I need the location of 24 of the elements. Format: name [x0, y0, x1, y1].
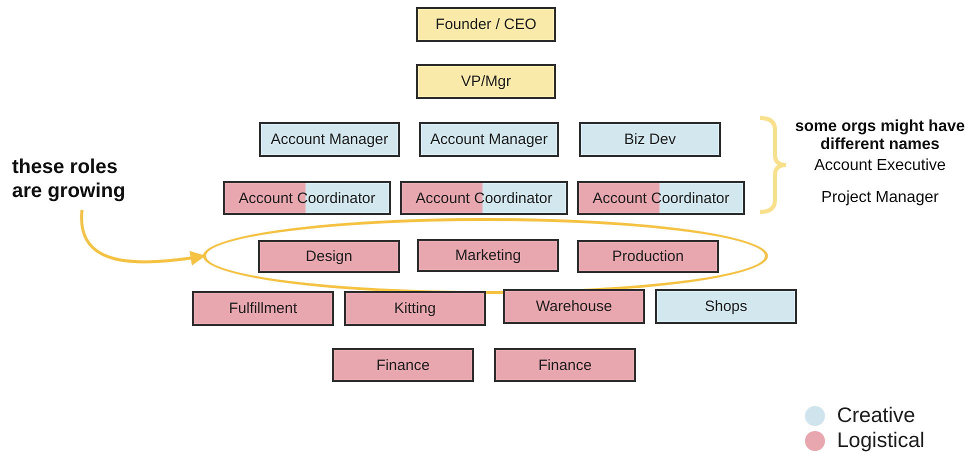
- role-box: Production: [577, 240, 719, 273]
- role-box: Design: [258, 240, 400, 273]
- role-box: Account Manager: [419, 122, 559, 157]
- role-box: Account Manager: [259, 122, 400, 157]
- role-box: Account Coordinator: [223, 181, 391, 215]
- role-box: Warehouse: [503, 289, 645, 324]
- note-text: some orgs might have different names: [795, 118, 965, 154]
- role-box: Finance: [332, 348, 474, 382]
- legend-label: Logistical: [837, 429, 925, 453]
- role-box: Finance: [494, 348, 636, 382]
- role-box: Account Coordinator: [577, 181, 745, 215]
- role-box: Founder / CEO: [416, 7, 556, 42]
- role-box: Marketing: [417, 239, 559, 272]
- note-text: Project Manager: [820, 189, 940, 207]
- role-box: Shops: [655, 289, 797, 324]
- note-text: Account Executive: [813, 157, 947, 175]
- note-text: these roles are growing: [12, 155, 152, 207]
- role-box: Fulfillment: [192, 291, 334, 326]
- role-box: Account Coordinator: [400, 181, 568, 215]
- role-box: VP/Mgr: [416, 64, 556, 99]
- role-box: Biz Dev: [579, 122, 721, 157]
- role-box: Kitting: [344, 291, 486, 326]
- curved-arrow: [80, 210, 206, 266]
- legend-label: Creative: [837, 404, 916, 428]
